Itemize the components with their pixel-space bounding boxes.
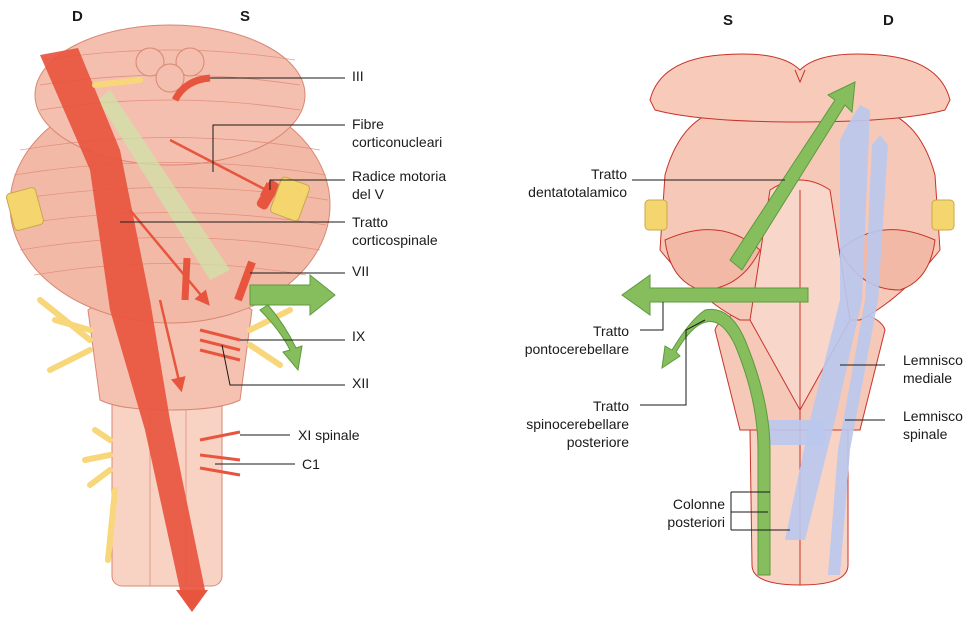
right-side-s-label: S — [723, 12, 734, 29]
lemnisco-spinale-tract — [828, 135, 888, 575]
label-ponto-line2: pontocerebellare — [524, 341, 629, 357]
left-leader-lines — [120, 77, 345, 465]
label-dentato-line2: dentatotalamico — [528, 184, 627, 200]
label-radice-line2: del V — [352, 186, 384, 202]
spinocerebellare-tract — [661, 308, 771, 576]
label-xii: XII — [352, 375, 370, 391]
right-yellow-stump-right — [931, 199, 955, 231]
right-yellow-stump-left — [644, 199, 668, 231]
label-c1: C1 — [302, 456, 320, 472]
left-trigeminal-stump-s — [270, 176, 310, 222]
label-spino-line1: Tratto — [592, 398, 629, 414]
label-spino-line2: spinocerebellare — [526, 416, 629, 432]
pontocerebellare-arrow — [621, 274, 809, 316]
right-side-d-label: D — [883, 12, 894, 29]
nerve-xi-c1-rootlets — [199, 430, 241, 477]
label-colonne-line2: posteriori — [667, 514, 725, 530]
label-vii: VII — [352, 263, 370, 279]
label-iii: III — [352, 68, 364, 84]
left-green-faded-tract — [98, 90, 230, 280]
right-leader-lines — [632, 179, 885, 531]
label-spino-line3: posteriore — [566, 434, 629, 450]
nerve-v-motor-root — [256, 180, 280, 210]
label-lemnisco-mediale-line2: mediale — [903, 370, 953, 386]
left-corticospinal-tract — [40, 48, 205, 590]
left-green-arrow-right — [249, 273, 336, 317]
left-trigeminal-stump-d — [5, 187, 45, 231]
right-colliculi — [649, 53, 951, 123]
left-side-d-label: D — [72, 8, 83, 25]
nerve-vii — [234, 260, 256, 302]
left-green-arrow-down — [259, 304, 303, 372]
label-colonne-line1: Colonne — [672, 496, 725, 512]
label-ponto-line1: Tratto — [592, 323, 629, 339]
lemnisco-mediale-tract — [785, 105, 870, 540]
left-pons-fibres — [11, 49, 329, 276]
label-fibre-line1: Fibre — [352, 116, 384, 132]
label-tratto-cs-line2: corticospinale — [352, 232, 438, 248]
label-radice-line1: Radice motoria — [352, 168, 447, 184]
label-ix: IX — [352, 328, 366, 344]
right-brainstem-dorsal-view — [621, 53, 955, 586]
label-lemnisco-spinale-line1: Lemnisco — [903, 408, 963, 424]
label-lemnisco-spinale-line2: spinale — [903, 426, 948, 442]
label-dentato-line1: Tratto — [590, 166, 627, 182]
left-brainstem-ventral-view — [5, 24, 345, 612]
label-tratto-cs-line1: Tratto — [352, 214, 389, 230]
left-side-s-label: S — [240, 8, 251, 25]
nerve-iii — [171, 74, 211, 102]
label-fibre-line2: corticonucleari — [352, 134, 443, 150]
label-lemnisco-mediale-line1: Lemnisco — [903, 352, 963, 368]
left-corticospinal-arrowhead — [176, 590, 208, 612]
label-xi-spinale: XI spinale — [298, 427, 360, 443]
dentatotalamico-arrow — [729, 81, 856, 271]
nerve-xii-rootlets — [199, 328, 241, 362]
